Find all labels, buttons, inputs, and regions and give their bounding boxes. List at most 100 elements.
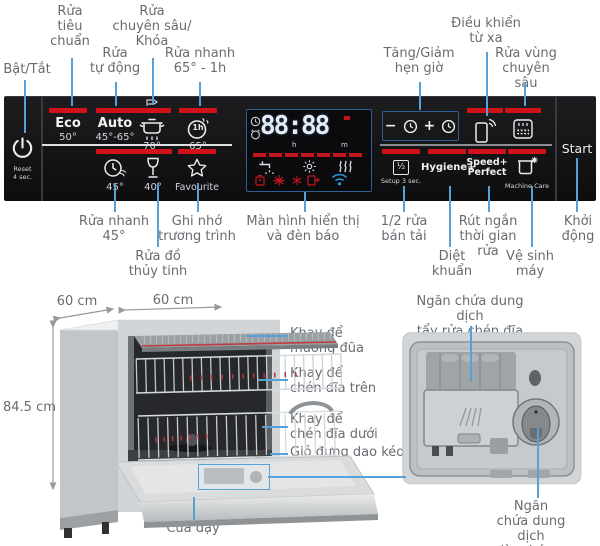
- sun-drying-icon: [303, 160, 316, 173]
- zone-wash-icon: [513, 119, 533, 139]
- connector-line: [115, 82, 117, 106]
- annotation-quick45: Rửa nhanh 45°: [78, 214, 150, 244]
- hygiene-indicator-bar: [428, 149, 466, 154]
- quick45-indicator-bar: [96, 149, 134, 154]
- connector-line: [576, 158, 578, 212]
- remote-control-button[interactable]: [459, 108, 511, 148]
- connector-line: [152, 58, 154, 105]
- quick65-indicator-bar: [179, 108, 217, 113]
- annotation-glassware: Rửa đồ thủy tinh: [128, 249, 188, 279]
- speed-indicator-bar: [468, 149, 506, 154]
- half-load-button[interactable]: ½ Setup 3 sec.: [375, 149, 427, 185]
- depth-arrow: [52, 306, 115, 323]
- connector-line: [258, 379, 288, 381]
- annotation-half-load: 1/2 rửa bán tải: [380, 214, 428, 244]
- program-temp: Favourite: [171, 182, 223, 193]
- zone-wash-button[interactable]: [497, 108, 549, 143]
- connector-line: [246, 335, 288, 337]
- power-icon[interactable]: [9, 135, 36, 162]
- option-label: Machine Care: [504, 182, 550, 190]
- half-load-icon: ½: [393, 159, 409, 175]
- connector-line: [197, 183, 199, 212]
- display-time: 88:88: [260, 111, 330, 141]
- power-section[interactable]: Reset 4 sec.: [4, 97, 43, 201]
- machine-care-button[interactable]: Machine Care: [501, 149, 553, 191]
- cabinet-interior: [128, 336, 272, 462]
- connector-line: [524, 82, 526, 106]
- zone-indicator-bar: [505, 108, 541, 113]
- machine-care-indicator-bar: [508, 149, 546, 154]
- program-temp: 70°: [143, 141, 161, 152]
- program-temp: 40°: [144, 182, 162, 193]
- program-quick-65[interactable]: 1h 65°: [172, 108, 224, 152]
- connector-line: [486, 52, 488, 116]
- option-label: Setup 3 sec.: [380, 176, 422, 185]
- connector-line: [71, 58, 73, 106]
- basket-handle: [288, 401, 334, 416]
- program-intensive-70[interactable]: 70°: [126, 108, 178, 152]
- width-arrow: [118, 303, 223, 314]
- annotation-auto: Rửa tự động: [89, 46, 141, 76]
- clock-minus-icon[interactable]: [403, 119, 418, 134]
- detergent-dispenser-detail: [402, 332, 582, 485]
- remote-phone-icon: [474, 118, 496, 143]
- start-button[interactable]: Start: [561, 141, 593, 156]
- steam-icon: [339, 160, 352, 173]
- program-glass-40[interactable]: 40°: [127, 149, 179, 193]
- 1h-timer-icon: [187, 117, 209, 139]
- connector-line: [24, 80, 26, 133]
- annotation-favourite: Ghi nhớ trương trình: [158, 214, 236, 244]
- connector-line: [537, 428, 539, 498]
- control-panel: Reset 4 sec. Eco 50° Auto 45°-65°: [4, 96, 596, 201]
- program-temp: 65°: [189, 141, 207, 152]
- display-screen: 88:88 h m: [246, 109, 372, 192]
- timer-minus-button[interactable]: −: [384, 118, 397, 134]
- annotation-machine-care: Vệ sinh máy: [506, 249, 554, 279]
- depth-dimension-label: 60 cm: [56, 294, 98, 309]
- dishwasher-illustration: [49, 303, 378, 538]
- star-icon: [187, 158, 207, 177]
- intensive-pot-icon: [139, 118, 165, 141]
- fan-dry-icon: [273, 175, 285, 186]
- start-divider: [555, 97, 557, 201]
- alarm-clock-icon: [251, 129, 260, 140]
- cabinet-side: [60, 322, 118, 518]
- annotation-power: Bật/Tắt: [3, 62, 51, 77]
- speed-perfect-button[interactable]: Speed+ Perfect: [461, 149, 513, 178]
- connector-line: [199, 82, 201, 106]
- wifi-icon: [331, 173, 348, 186]
- program-auto[interactable]: Auto 45°-65°: [89, 108, 141, 143]
- program-name: Eco: [55, 116, 81, 131]
- hygiene-button[interactable]: Hygiene+: [421, 149, 476, 173]
- connector-line: [270, 453, 288, 455]
- annotation-zone: Rửa vùng chuyên sâu: [495, 46, 557, 91]
- machine-care-icon: [518, 157, 538, 175]
- water-tap-icon: [259, 161, 274, 174]
- auto-indicator-bar: [96, 108, 134, 113]
- program-temp: 45°-65°: [95, 132, 135, 143]
- delay-clock-icon: [250, 116, 261, 127]
- rinse-aid-compartment-label: Ngăn chứa dung dịch làm bóng chén đĩa: [496, 499, 566, 546]
- program-temp: 50°: [59, 132, 77, 143]
- minute-suffix: m: [341, 141, 348, 149]
- connector-line: [403, 186, 405, 212]
- connector-line: [304, 192, 306, 212]
- remote-indicator-bar: [467, 108, 503, 113]
- connector-line: [488, 186, 490, 212]
- connector-line: [268, 476, 406, 478]
- connector-line: [419, 82, 421, 110]
- reset-label: Reset 4 sec.: [12, 165, 33, 181]
- clock-plus-icon[interactable]: [441, 119, 456, 134]
- program-eco[interactable]: Eco 50°: [42, 108, 94, 143]
- connector-line: [193, 497, 195, 520]
- rinse-aid-sparkle-icon: [292, 176, 302, 185]
- program-favourite[interactable]: Favourite: [171, 149, 223, 193]
- glass-icon: [147, 157, 159, 178]
- annotation-eco: Rửa tiêu chuẩn: [50, 4, 90, 49]
- favourite-indicator-bar: [178, 149, 216, 154]
- door-dispenser-highlight-box: [198, 464, 270, 490]
- intensive-indicator-bar: [133, 108, 171, 113]
- timer-plus-button[interactable]: +: [423, 118, 436, 134]
- annotation-timer: Tăng/Giảm hẹn giờ: [383, 46, 455, 76]
